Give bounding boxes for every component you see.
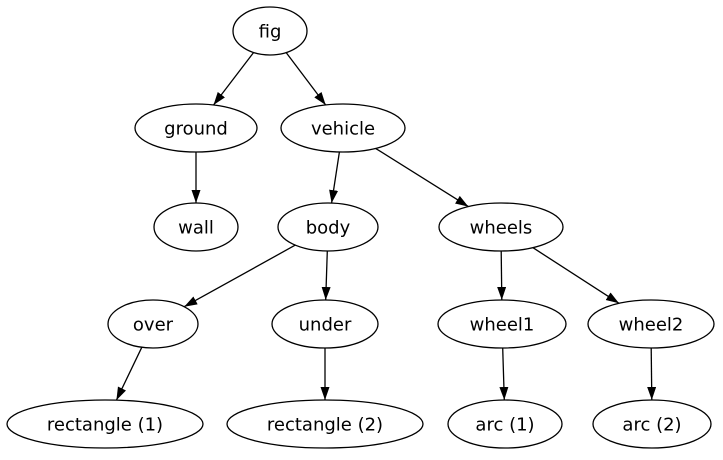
edge-wheel2-arc2 [647,347,657,401]
node-label-wheel1: wheel1 [470,315,535,336]
node-under: under [271,299,379,349]
node-label-over: over [133,315,174,336]
edge-body-over [183,244,296,308]
node-label-arc2: arc (2) [622,415,681,436]
edge-fig-vehicle [285,52,327,106]
node-fig: fig [232,6,308,56]
edge-fig-ground [212,52,255,106]
node-label-arc1: arc (1) [475,415,534,436]
node-label-under: under [299,315,352,336]
edge-wheel1-arc1 [499,347,509,401]
node-label-rectangle2: rectangle (2) [267,415,383,436]
node-ellipse-wall [153,202,239,252]
node-wheel1: wheel1 [437,299,567,349]
node-ellipse-wheels [438,202,564,252]
node-ellipse-wheel2 [587,299,715,349]
node-wall: wall [153,202,239,252]
edge-body-under [321,250,331,301]
node-rectangle1: rectangle (1) [6,399,204,449]
node-label-wall: wall [178,218,214,239]
node-ellipse-vehicle [280,103,406,153]
edge-vehicle-wheels [375,147,469,208]
node-ellipse-fig [232,6,308,56]
node-label-wheels: wheels [470,218,533,239]
node-wheel2: wheel2 [587,299,715,349]
node-label-vehicle: vehicle [311,119,375,140]
node-over: over [107,299,199,349]
node-ellipse-rectangle1 [6,399,204,449]
node-ellipse-rectangle2 [226,399,424,449]
node-ellipse-ground [134,103,258,153]
node-arc1: arc (1) [447,399,563,449]
node-label-fig: fig [259,22,282,43]
node-ellipse-body [277,202,379,252]
node-wheels: wheels [438,202,564,252]
edge-over-rectangle1 [115,347,143,401]
node-ground: ground [134,103,258,153]
node-vehicle: vehicle [280,103,406,153]
edge-wheels-wheel1 [497,250,507,301]
edge-vehicle-body [329,151,341,204]
node-body: body [277,202,379,252]
node-arc2: arc (2) [592,399,712,449]
node-ellipse-arc1 [447,399,563,449]
node-ellipse-arc2 [592,399,712,449]
node-label-ground: ground [164,119,228,140]
node-layer: fig ground vehicle wall body wheels over under w… [6,6,715,449]
edge-wheels-wheel2 [532,247,620,304]
node-label-wheel2: wheel2 [619,315,684,336]
node-ellipse-over [107,299,199,349]
edge-layer [115,52,657,401]
node-label-rectangle1: rectangle (1) [47,415,163,436]
node-rectangle2: rectangle (2) [226,399,424,449]
node-ellipse-wheel1 [437,299,567,349]
node-label-body: body [306,218,351,239]
node-ellipse-under [271,299,379,349]
